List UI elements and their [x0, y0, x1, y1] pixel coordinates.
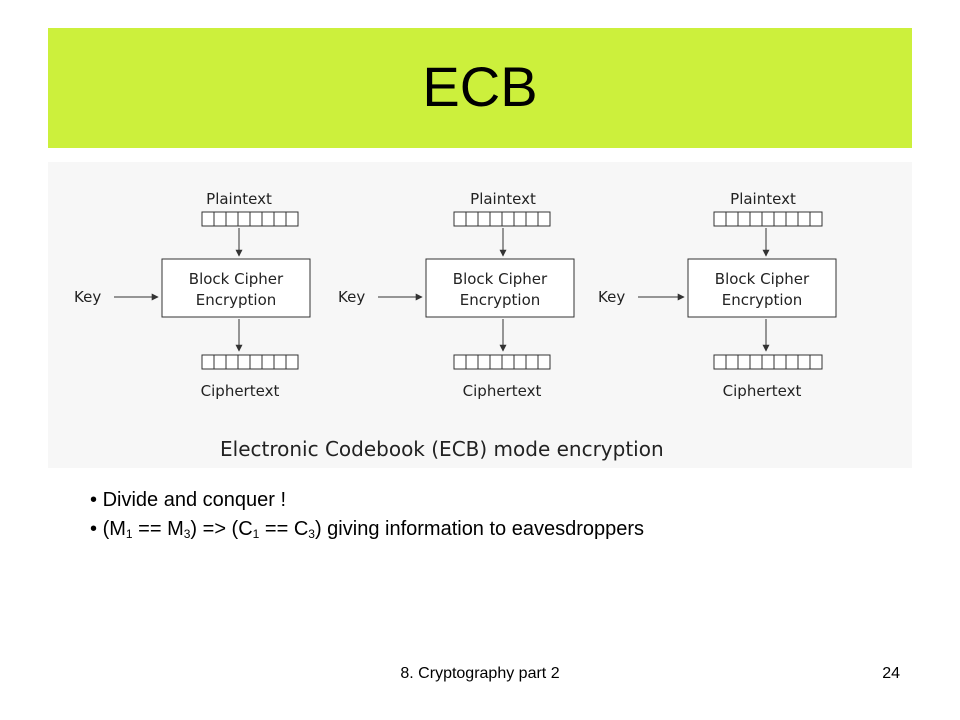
subscript: 1 — [252, 527, 260, 541]
ciphertext-bits — [713, 354, 823, 370]
bullet-item: • (M1 == M3) => (C1 == C3) giving inform… — [90, 515, 910, 544]
plaintext-bits — [453, 211, 551, 227]
block-cipher-label: Block Cipher — [189, 270, 284, 288]
ecb-diagram-svg: Plaintext Block Cipher Encryption Key — [74, 190, 837, 461]
ciphertext-label: Ciphertext — [463, 382, 542, 400]
plaintext-bits — [713, 211, 823, 227]
bullet-list: • Divide and conquer ! • (M1 == M3) => (… — [90, 486, 910, 544]
block-cipher-label: Block Cipher — [715, 270, 810, 288]
ciphertext-label: Ciphertext — [723, 382, 802, 400]
key-label: Key — [74, 288, 101, 306]
subscript: 3 — [308, 527, 315, 541]
bullet-text: Divide and conquer ! — [102, 489, 287, 511]
key-label: Key — [338, 288, 365, 306]
plaintext-label: Plaintext — [206, 190, 272, 208]
plaintext-label: Plaintext — [470, 190, 536, 208]
plaintext-bits — [201, 211, 299, 227]
subscript: 3 — [183, 527, 191, 541]
footer-page-number: 24 — [882, 665, 900, 682]
block-cipher-label: Block Cipher — [453, 270, 548, 288]
block-cipher-box — [161, 258, 311, 318]
bullet-marker: • — [90, 489, 98, 511]
ciphertext-label: Ciphertext — [201, 382, 280, 400]
ecb-block-1: Plaintext Block Cipher Encryption Key — [74, 190, 311, 400]
ecb-block-3: Plaintext Block Cipher Encryption Key — [598, 190, 837, 400]
encryption-label: Encryption — [722, 291, 803, 309]
bullet-text-part: == M — [132, 518, 184, 540]
bullet-text-part: ) giving information to eavesdroppers — [314, 518, 645, 540]
bullet-text-part: ) => (C — [190, 518, 253, 540]
encryption-label: Encryption — [196, 291, 277, 309]
plaintext-label: Plaintext — [730, 190, 796, 208]
ecb-diagram: Plaintext Block Cipher Encryption Key — [48, 162, 912, 468]
bullet-item: • Divide and conquer ! — [90, 486, 910, 515]
block-cipher-box — [425, 258, 575, 318]
ecb-block-2: Plaintext Block Cipher Encryption Key — [338, 190, 575, 400]
subscript: 1 — [125, 527, 133, 541]
bullet-text-part: == C — [259, 518, 309, 540]
encryption-label: Encryption — [460, 291, 541, 309]
ciphertext-bits — [201, 354, 299, 370]
bullet-marker: • — [90, 518, 98, 540]
diagram-caption: Electronic Codebook (ECB) mode encryptio… — [220, 437, 664, 461]
footer-course: 8. Cryptography part 2 — [400, 665, 560, 682]
slide-title: ECB — [422, 55, 538, 118]
block-cipher-box — [687, 258, 837, 318]
title-bar: ECB — [48, 28, 912, 148]
bullet-text-part: (M — [102, 518, 126, 540]
ciphertext-bits — [453, 354, 551, 370]
key-label: Key — [598, 288, 625, 306]
